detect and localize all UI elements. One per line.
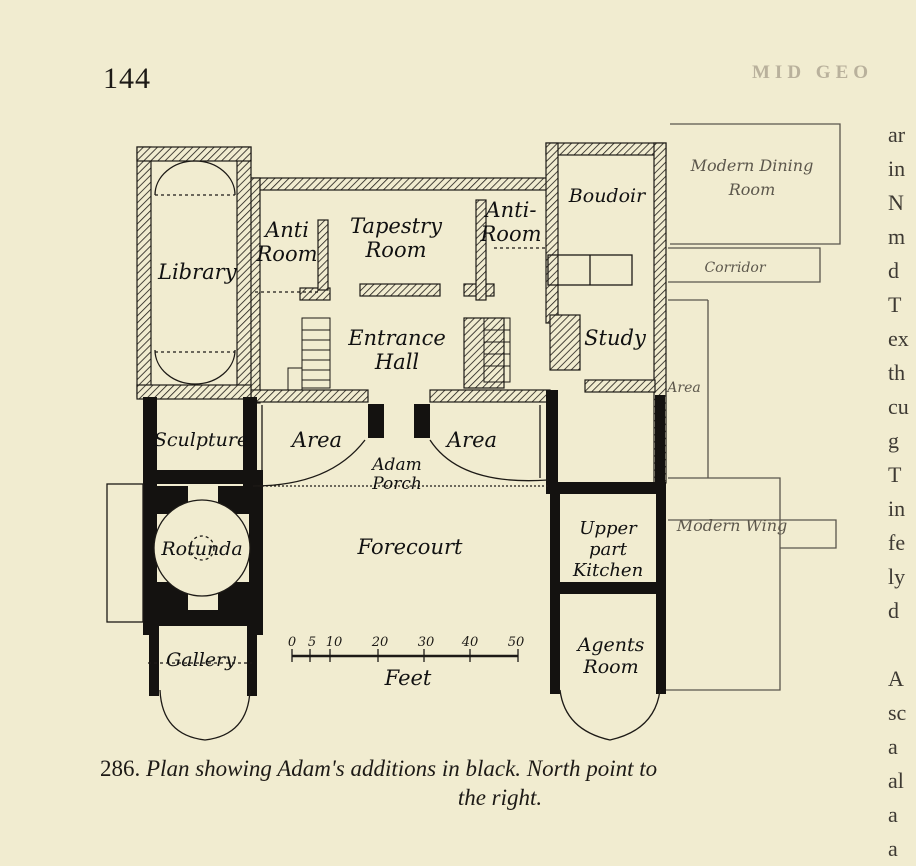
scale-tick-30: 30 [418, 635, 435, 650]
margin-text-line: ar [888, 122, 906, 147]
room-boudoir: Boudoir [568, 185, 646, 207]
margin-text-line: T [888, 462, 902, 487]
caption-line-1: Plan showing Adam's additions in black. … [146, 756, 658, 781]
adam-additions [143, 390, 666, 696]
margin-text-line: T [888, 292, 902, 317]
margin-text-line: a [888, 802, 898, 827]
margin-text-line: a [888, 734, 898, 759]
room-anti-room-left: Anti Room [256, 218, 318, 266]
margin-text-line: d [888, 258, 899, 283]
margin-text-line: in [888, 496, 906, 521]
room-library: Library [158, 260, 237, 284]
room-anti-room-right: Anti- Room [480, 198, 542, 246]
room-corridor: Corridor [704, 260, 766, 276]
floor-plan: 0 5 10 20 30 40 50 [106, 123, 841, 741]
room-entrance-hall: Entrance Hall [348, 326, 446, 374]
margin-text-line: ex [888, 326, 909, 351]
room-upper-part-kitchen: Upper part Kitchen [572, 518, 644, 581]
scale-tick-0: 0 [288, 635, 296, 650]
room-modern-dining: Modern Dining Room [690, 156, 814, 199]
scale-tick-40: 40 [461, 635, 479, 650]
room-tapestry: Tapestry Room [350, 214, 442, 262]
room-rotunda: Rotunda [161, 538, 243, 560]
margin-text-line: m [888, 224, 906, 249]
margin-text-line: in [888, 156, 906, 181]
running-head: MID GEO [752, 62, 874, 83]
figure-caption: 286. Plan showing Adam's additions in bl… [100, 754, 840, 812]
scale-tick-10: 10 [326, 635, 343, 650]
library-walls [136, 146, 252, 400]
margin-text-line: g [888, 428, 899, 453]
margin-text-line: al [888, 768, 904, 793]
scale-tick-20: 20 [371, 635, 389, 650]
scale-tick-5: 5 [308, 635, 316, 650]
margin-text-line: fe [888, 530, 906, 555]
margin-text-line: th [888, 360, 906, 385]
margin-text-line: d [888, 598, 899, 623]
margin-text-line: sc [888, 700, 907, 725]
margin-text-line: ly [888, 564, 906, 589]
room-modern-wing: Modern Wing [676, 516, 788, 535]
room-adam-porch: Adam Porch [372, 455, 422, 494]
room-sculpture: Sculpture [153, 429, 249, 451]
room-gallery: Gallery [166, 649, 236, 671]
room-study: Study [584, 326, 646, 350]
room-forecourt: Forecourt [357, 535, 463, 559]
page-number: 144 [103, 62, 151, 95]
margin-text-line: A [888, 666, 904, 691]
caption-line-2: the right. [457, 785, 543, 810]
caption-number: 286. [100, 756, 141, 781]
scale-unit: Feet [384, 666, 432, 690]
room-area-left: Area [291, 428, 343, 452]
scale-tick-50: 50 [508, 635, 525, 650]
room-area-right: Area [667, 380, 701, 396]
margin-text-line: a [888, 836, 898, 861]
room-agents-room: Agents Room [577, 634, 645, 678]
margin-text-line: cu [888, 394, 909, 419]
room-area-mid: Area [446, 428, 498, 452]
scale-bar [291, 649, 519, 662]
staircases [287, 317, 511, 391]
modern-additions [660, 123, 841, 691]
margin-text-line: N [888, 190, 904, 215]
